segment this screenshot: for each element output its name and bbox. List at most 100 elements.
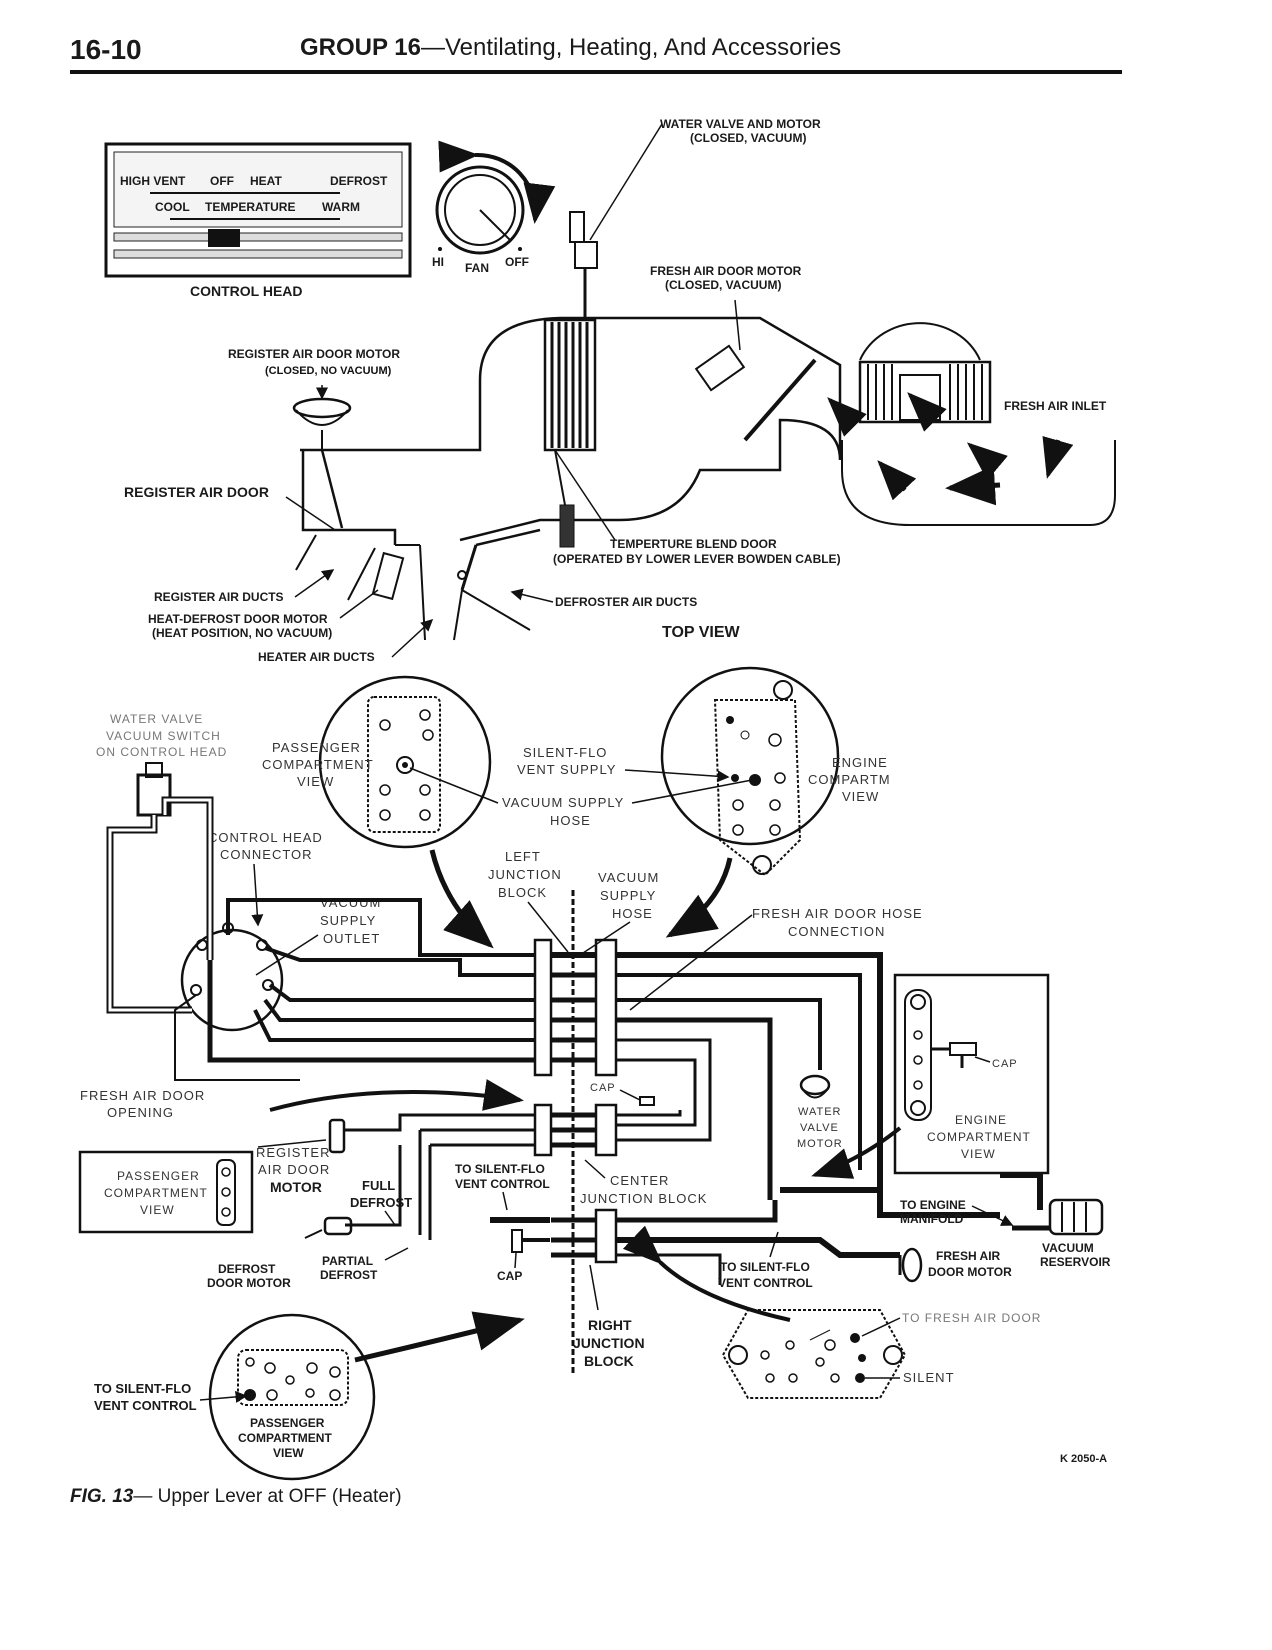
fresh-air-door-motor-state: (CLOSED, VACUUM) (665, 278, 781, 292)
water-valve-motor-3: MOTOR (797, 1138, 843, 1150)
control-head-title: CONTROL HEAD (190, 283, 303, 299)
vacuum-reservoir-1: VACUUM (1042, 1241, 1094, 1255)
vacuum-supply-outlet-2: SUPPLY (320, 913, 376, 928)
vacuum-supply-hose2-2: SUPPLY (600, 888, 656, 903)
right-junction-2: JUNCTION (573, 1335, 645, 1351)
to-silent-flo-1a: TO SILENT-FLO (455, 1162, 545, 1176)
to-silent-flo-1b: VENT CONTROL (455, 1177, 550, 1191)
passenger-view-top-3: VIEW (297, 774, 334, 789)
top-view-title: TOP VIEW (662, 624, 741, 641)
fan-label: FAN (465, 261, 489, 275)
to-engine-manifold-2: MANIFOLD (900, 1212, 964, 1226)
group-subtitle: —Ventilating, Heating, And Accessories (420, 34, 842, 61)
to-silent-flo-2a: TO SILENT-FLO (720, 1260, 810, 1274)
register-air-door-label: REGISTER AIR DOOR (124, 484, 269, 500)
right-junction-block (594, 1208, 618, 1264)
heater-housing-top-view: WATER VALVE AND MOTOR (CLOSED, VACUUM) F… (124, 117, 1116, 664)
left-junction-2: JUNCTION (488, 867, 562, 882)
vacuum-supply-hose-2: HOSE (550, 813, 591, 828)
vacuum-reservoir-icon (1048, 1198, 1104, 1236)
fresh-air-door-motor-small-icon (901, 1247, 923, 1283)
engine-view-right-1: ENGINE (955, 1113, 1007, 1127)
center-junction-block (533, 1103, 553, 1157)
passenger-view-bottom-1: PASSENGER (250, 1416, 325, 1430)
heater-core-icon (543, 318, 597, 452)
scale-temperature: TEMPERATURE (205, 200, 295, 214)
engine-view-circle-top (660, 666, 840, 846)
vacuum-diagram: WATER VALVE VACUUM SWITCH ON CONTROL HEA… (78, 666, 1111, 1481)
heater-ducts-label: HEATER AIR DUCTS (258, 650, 375, 664)
left-junction-1: LEFT (505, 849, 541, 864)
heat-defrost-motor-label: HEAT-DEFROST DOOR MOTOR (148, 612, 328, 626)
passenger-view-circle-bottom (208, 1313, 376, 1481)
vacuum-supply-hose2-3: HOSE (612, 906, 653, 921)
scale-warm: WARM (322, 200, 360, 214)
passenger-view-left-1: PASSENGER (117, 1169, 200, 1183)
left-junction-3: BLOCK (498, 885, 547, 900)
vacuum-reservoir-2: RESERVOIR (1040, 1255, 1111, 1269)
fresh-air-door-hose-1: FRESH AIR DOOR HOSE (752, 906, 923, 921)
right-junction-3: BLOCK (584, 1353, 634, 1369)
cap-label-lower: CAP (497, 1269, 522, 1283)
fresh-air-door-motor-icon (694, 344, 746, 392)
cap-icon-engine (949, 1042, 977, 1056)
water-valve-motor-1: WATER (798, 1106, 842, 1118)
fan-hi-label: HI (432, 255, 444, 269)
control-head: HIGH VENT OFF HEAT DEFROST COOL TEMPERAT… (104, 142, 412, 299)
bowden-cable-icon (559, 504, 575, 548)
passenger-view-top-2: COMPARTMENT (262, 757, 374, 772)
defrost-door-motor-1: DEFROST (218, 1262, 276, 1276)
vacuum-supply-outlet-1: VACUUM (320, 895, 381, 910)
water-valve-motor-2: VALVE (800, 1122, 839, 1134)
fresh-air-door-opening-2: OPENING (107, 1105, 174, 1120)
register-air-door-motor-icon (292, 397, 352, 419)
engine-view-box-right (893, 973, 1050, 1175)
cap-icon-lower (511, 1229, 523, 1253)
defrost-door-motor-2: DOOR MOTOR (207, 1276, 291, 1290)
fresh-air-door-motor-2: DOOR MOTOR (928, 1265, 1012, 1279)
register-air-door-motor-state: (CLOSED, NO VACUUM) (265, 365, 392, 377)
water-valve-switch-label-3: ON CONTROL HEAD (96, 745, 227, 759)
fresh-air-door-opening-1: FRESH AIR DOOR (80, 1088, 205, 1103)
passenger-view-top-1: PASSENGER (272, 740, 361, 755)
engine-view-right-3: VIEW (961, 1147, 996, 1161)
group-title: GROUP 16 (300, 34, 421, 61)
water-valve-switch-label-1: WATER VALVE (110, 712, 203, 726)
scale-high-vent: HIGH VENT (120, 174, 186, 188)
left-junction-block (533, 938, 553, 1077)
water-valve-motor-icon (569, 211, 585, 243)
to-engine-manifold-1: TO ENGINE (900, 1198, 966, 1212)
vacuum-supply-hose-1: VACUUM SUPPLY (502, 795, 624, 810)
page-header: 16-10 GROUP 16—Ventilating, Heating, And… (70, 34, 1122, 74)
scale-off: OFF (210, 174, 234, 188)
register-air-ducts-label: REGISTER AIR DUCTS (154, 590, 284, 604)
figure-code: K 2050-A (1060, 1453, 1108, 1465)
cap-label-engine: CAP (992, 1058, 1018, 1070)
lever-knob (208, 229, 240, 247)
heat-defrost-motor-state: (HEAT POSITION, NO VACUUM) (152, 626, 332, 640)
silent-flo-supply-1: SILENT-FLO (523, 745, 607, 760)
to-silent-flo-3a: TO SILENT-FLO (94, 1381, 191, 1396)
control-head-connector-1: CONTROL HEAD (208, 830, 323, 845)
to-silent-flo-3b: VENT CONTROL (94, 1398, 197, 1413)
engine-view-top-1: ENGINE (832, 755, 888, 770)
figure-caption: FIG. 13— Upper Lever at OFF (Heater) (70, 1486, 402, 1508)
page-title: GROUP 16—Ventilating, Heating, And Acces… (300, 34, 841, 62)
passenger-view-circle-top (318, 675, 492, 849)
full-defrost-2: DEFROST (350, 1195, 412, 1210)
figure-caption-text: — Upper Lever at OFF (Heater) (133, 1486, 402, 1507)
register-door-motor-3: MOTOR (270, 1179, 322, 1195)
passenger-view-bottom-3: VIEW (273, 1446, 304, 1460)
water-valve-motor-small-icon (799, 1074, 831, 1096)
to-silent-flo-2b: VENT CONTROL (718, 1276, 813, 1290)
figure-number: FIG. 13 (70, 1486, 134, 1507)
water-valve-label: WATER VALVE AND MOTOR (660, 117, 821, 131)
partial-defrost-2: DEFROST (320, 1268, 378, 1282)
engine-view-top-2: COMPARTM (808, 772, 891, 787)
left-junction-block-right (594, 938, 618, 1077)
silent-flo-plate (721, 1309, 907, 1399)
fresh-air-door-hose-2: CONNECTION (788, 924, 885, 939)
fan-off-label: OFF (505, 255, 529, 269)
center-junction-1: CENTER (610, 1173, 669, 1188)
fresh-air-door-motor-label: FRESH AIR DOOR MOTOR (650, 264, 802, 278)
